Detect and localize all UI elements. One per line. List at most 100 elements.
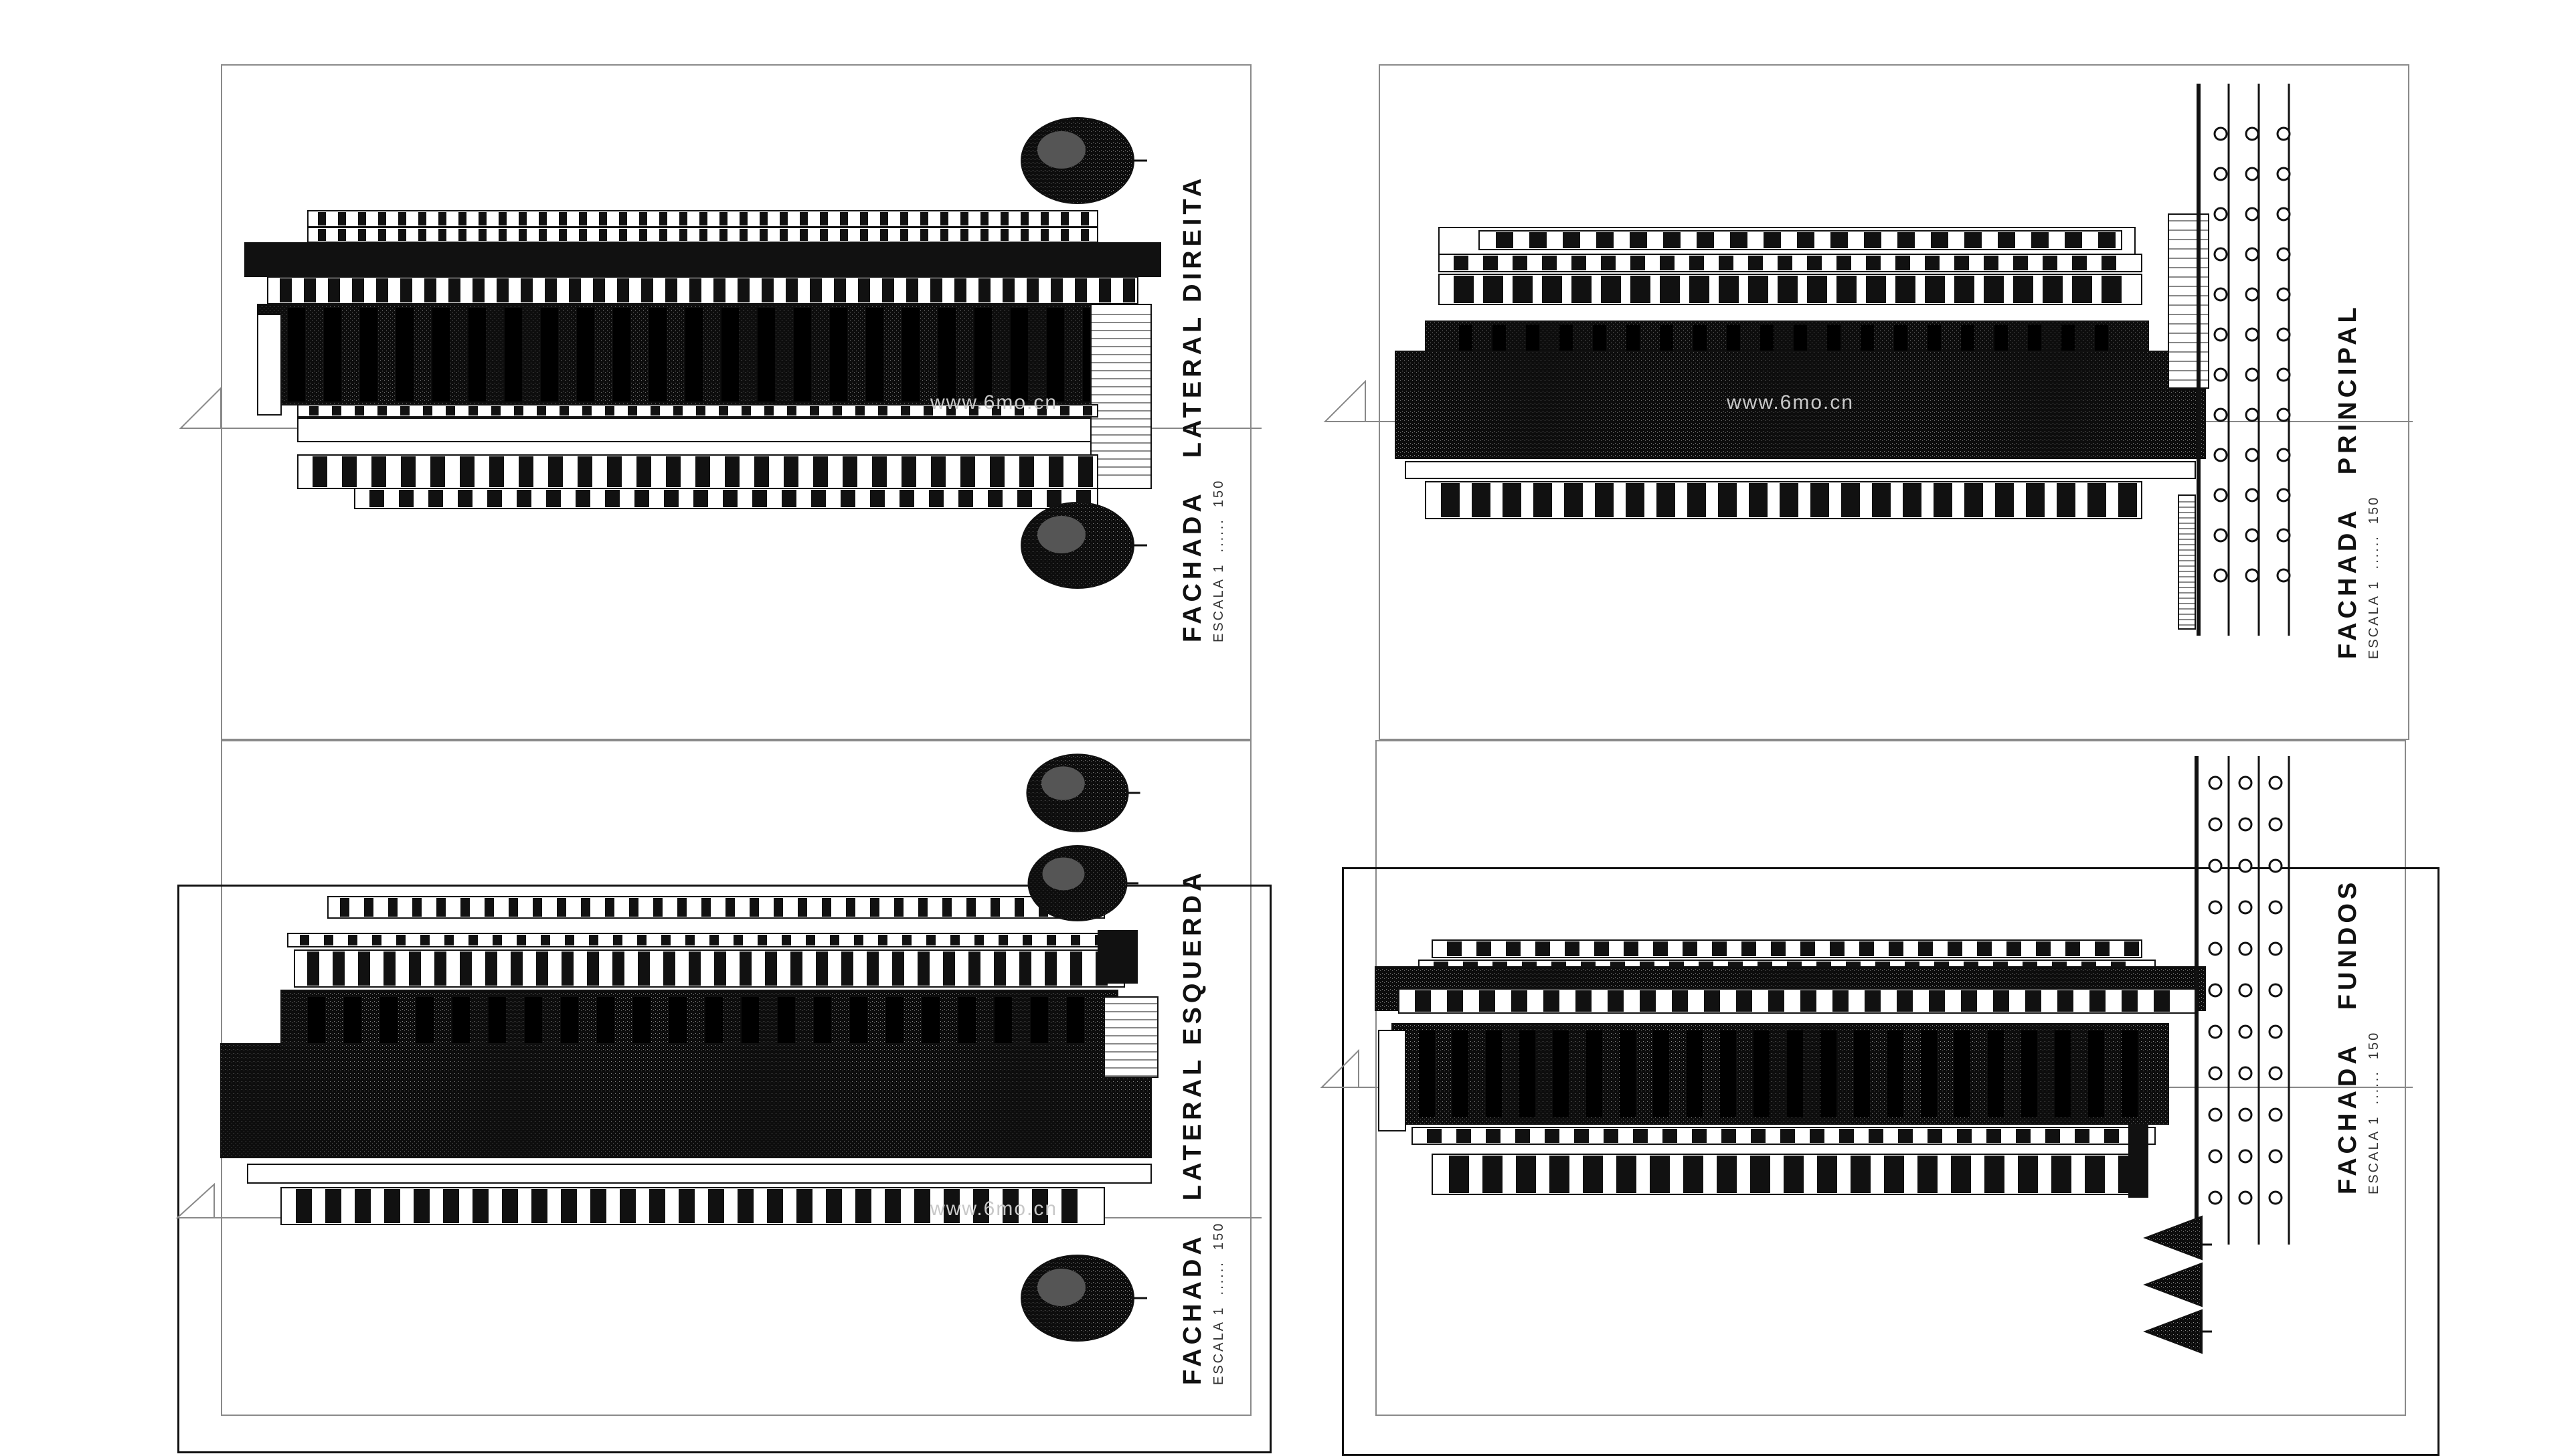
window-mullion bbox=[790, 951, 802, 986]
window-mullion bbox=[1583, 1156, 1603, 1193]
window-mullion bbox=[816, 951, 828, 986]
column-detail bbox=[2238, 858, 2253, 873]
window-mullion bbox=[1986, 1129, 2001, 1143]
window-mullion bbox=[497, 278, 509, 302]
window-mullion bbox=[559, 212, 567, 225]
window-mullion bbox=[324, 935, 333, 945]
title-block-lateral-direita: FACHADA LATERAL DIREITA ESCALA 1 ...... … bbox=[1179, 175, 1227, 642]
window-mullion bbox=[673, 406, 683, 416]
main-block bbox=[1395, 351, 2206, 459]
window-mullion bbox=[414, 1189, 430, 1223]
window-mullion bbox=[612, 951, 624, 986]
window-mullion bbox=[834, 278, 846, 302]
window-mullion bbox=[2118, 483, 2137, 517]
elevation-lateral-direita bbox=[179, 117, 1262, 589]
window-mullion bbox=[420, 935, 430, 945]
window-mullion bbox=[774, 898, 783, 917]
window-mullion bbox=[479, 229, 487, 241]
window-mullion bbox=[1486, 1129, 1501, 1143]
window-mullion bbox=[607, 456, 622, 487]
window-mullion bbox=[740, 212, 748, 225]
window-mullion bbox=[1070, 951, 1082, 986]
column-detail bbox=[2276, 367, 2291, 382]
window-mullion bbox=[843, 456, 857, 487]
window-mullion bbox=[820, 229, 828, 241]
window-mullion bbox=[1697, 232, 1714, 248]
window-mullion bbox=[502, 1189, 518, 1223]
window-mullion bbox=[968, 951, 980, 986]
window-mullion bbox=[1511, 990, 1527, 1012]
window-mullion bbox=[636, 456, 651, 487]
window-mullion bbox=[1866, 276, 1886, 303]
window-mullion bbox=[1454, 276, 1474, 303]
window-mullion bbox=[1797, 232, 1814, 248]
window-mullion bbox=[860, 212, 868, 225]
floor-band bbox=[1432, 939, 2142, 958]
column-detail bbox=[2276, 407, 2291, 422]
window-mullion bbox=[701, 898, 711, 917]
window-mullion bbox=[400, 278, 412, 302]
window-mullion bbox=[742, 406, 751, 416]
window-mullion bbox=[1023, 935, 1032, 945]
window-mullion bbox=[1810, 483, 1829, 517]
window-mullion bbox=[318, 212, 326, 225]
window-mullion bbox=[590, 1189, 606, 1223]
window-mullion bbox=[409, 951, 421, 986]
window-mullion bbox=[438, 212, 446, 225]
window-mullion bbox=[1748, 256, 1763, 270]
pilaster bbox=[758, 308, 775, 401]
column-detail bbox=[2213, 247, 2228, 262]
window-mullion bbox=[1447, 941, 1462, 956]
window-mullion bbox=[1689, 256, 1704, 270]
window-mullion bbox=[1545, 1129, 1559, 1143]
window-mullion bbox=[1019, 951, 1031, 986]
window-mullion bbox=[377, 406, 387, 416]
window-mullion bbox=[695, 456, 710, 487]
column-detail bbox=[2213, 568, 2228, 583]
window-mullion bbox=[398, 212, 406, 225]
window-mullion bbox=[1482, 1156, 1503, 1193]
window-mullion bbox=[605, 898, 614, 917]
column-detail bbox=[2245, 568, 2259, 583]
window-mullion bbox=[901, 406, 910, 416]
window-mullion bbox=[854, 935, 863, 945]
window-mullion bbox=[1535, 941, 1550, 956]
pilaster bbox=[721, 308, 739, 401]
window-mullion bbox=[738, 278, 750, 302]
window-mullion bbox=[2075, 1129, 2089, 1143]
window-mullion bbox=[740, 229, 748, 241]
column-detail bbox=[2245, 448, 2259, 462]
window-mullion bbox=[906, 278, 918, 302]
window-mullion bbox=[813, 456, 828, 487]
column-detail bbox=[2245, 167, 2259, 181]
conifer-tree bbox=[2143, 1215, 2203, 1261]
window-mullion bbox=[1027, 278, 1039, 302]
window-mullion bbox=[2104, 1129, 2119, 1143]
column-detail bbox=[2268, 776, 2283, 790]
title-word-fachada: FACHADA bbox=[2334, 1042, 2362, 1194]
window-mullion bbox=[1934, 483, 1952, 517]
window-mullion bbox=[653, 898, 663, 917]
window-mullion bbox=[1051, 278, 1063, 302]
window-mullion bbox=[991, 898, 1000, 917]
window-mullion bbox=[1542, 276, 1562, 303]
scale-value: 150 bbox=[1211, 478, 1226, 508]
window-mullion bbox=[900, 212, 908, 225]
window-mullion bbox=[617, 278, 629, 302]
window-mullion bbox=[1836, 276, 1857, 303]
title-block-principal: FACHADA PRINCIPAL ESCALA 1 ...... 150 bbox=[2334, 303, 2382, 659]
window-mullion bbox=[872, 456, 887, 487]
side-wing bbox=[2128, 1124, 2148, 1198]
window-mullion bbox=[693, 490, 708, 507]
window-mullion bbox=[1954, 276, 1974, 303]
column-detail bbox=[2245, 126, 2259, 141]
pilaster bbox=[1820, 1030, 1836, 1117]
column-detail bbox=[2268, 1107, 2283, 1122]
window-mullion bbox=[300, 935, 309, 945]
window-mullion bbox=[546, 490, 561, 507]
window-mullion bbox=[1897, 232, 1915, 248]
column-detail bbox=[2213, 528, 2228, 543]
window-mullion bbox=[307, 951, 319, 986]
column-detail bbox=[2238, 900, 2253, 915]
window-mullion bbox=[782, 490, 796, 507]
